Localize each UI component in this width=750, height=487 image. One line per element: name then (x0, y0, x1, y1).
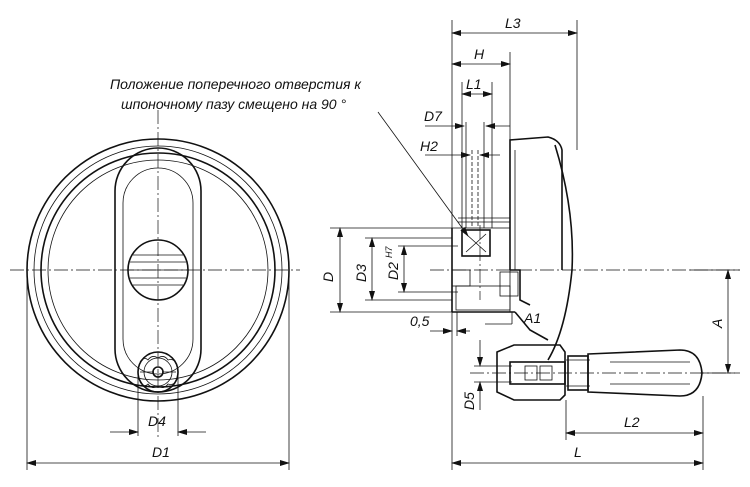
note-line-1: Положение поперечного отверстия к (110, 76, 362, 92)
dim-L3: L3 (505, 15, 521, 31)
dim-A: A (709, 319, 725, 329)
dim-L1: L1 (466, 76, 482, 92)
dim-D3: D3 (353, 264, 369, 282)
dim-D4: D4 (148, 413, 166, 429)
dim-D7: D7 (424, 108, 443, 124)
crank-handle (470, 344, 735, 401)
dim-H2: H2 (420, 138, 438, 154)
dim-D1: D1 (152, 444, 170, 460)
dim-H: H (474, 46, 485, 62)
hub (127, 239, 189, 301)
wheel-disc (458, 136, 574, 361)
hub-grip-lines (129, 254, 187, 286)
dim-L2: L2 (624, 414, 640, 430)
dim-D5: D5 (461, 392, 477, 410)
spoke-inner (122, 167, 194, 375)
front-view: D4 D1 (10, 110, 300, 470)
dim-gap: 0,5 (410, 313, 430, 329)
dim-D: D (320, 272, 336, 282)
dim-D2-tolerance: H7 (384, 246, 394, 258)
hub-section (451, 227, 515, 313)
dim-L: L (574, 444, 582, 460)
rim-outer-inner (33, 145, 283, 395)
side-view: L3 H L1 D7 H2 Положение поперечного отве… (110, 15, 740, 470)
rim-inner (40, 152, 276, 388)
note-line-2: шпоночному пазу смещено на 90 ° (121, 96, 346, 112)
rim-inner-edge (47, 159, 269, 381)
dim-D2: D2 (385, 262, 401, 280)
dim-A1: A1 (523, 310, 541, 326)
